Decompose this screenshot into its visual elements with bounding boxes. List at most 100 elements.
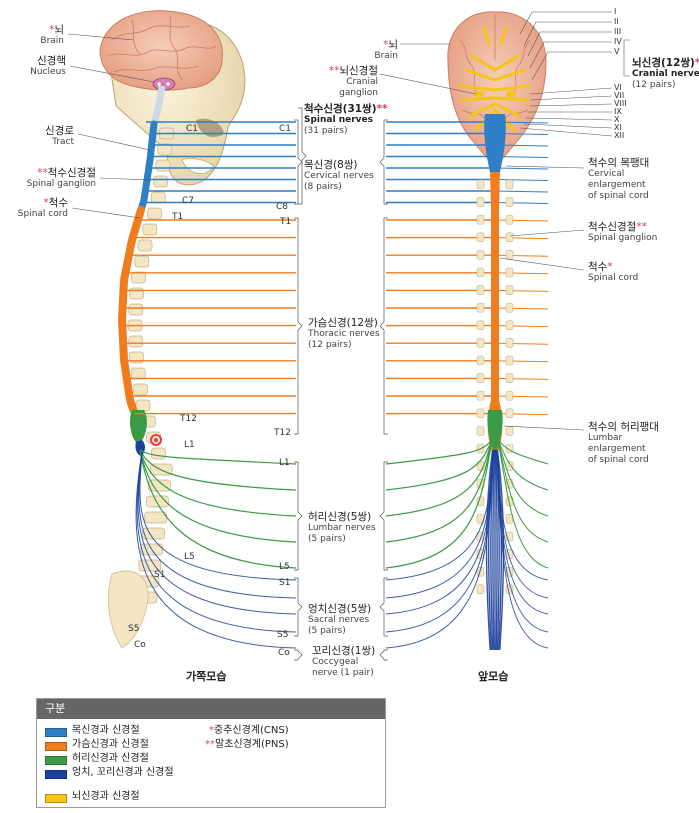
vertebra <box>133 383 148 396</box>
front-nerve-line <box>497 439 549 465</box>
vertebra-front <box>476 390 485 401</box>
label-cervical-nerves: 목신경(8쌍)Cervical nerves(8 pairs) <box>304 159 374 193</box>
lateral-nerves <box>118 120 297 649</box>
front-nerve-line <box>494 289 549 292</box>
tick-c1-lateral: C1 <box>186 124 199 134</box>
front-nerve-line <box>385 439 493 543</box>
bracket <box>294 461 303 571</box>
vertebra-front <box>505 355 514 366</box>
vertebra <box>137 239 153 252</box>
vertebra <box>135 399 151 412</box>
lateral-nerve-line <box>138 451 297 599</box>
vertebra-front <box>476 250 485 260</box>
cranial-nerve-IX: IX <box>614 107 622 116</box>
tick-t1-mid: T1 <box>280 217 292 227</box>
legend-title: 구분 <box>37 699 385 719</box>
cord-segment <box>118 206 145 414</box>
vertebra <box>129 287 144 300</box>
tick-l1-lateral: L1 <box>184 440 195 450</box>
vertebra <box>128 335 144 348</box>
vertebra <box>157 143 173 156</box>
vertebra <box>151 447 166 460</box>
label-sacral-nerves: 엉치신경(5쌍)Sacral nerves(5 pairs) <box>308 603 372 637</box>
vertebra-front <box>505 214 514 225</box>
tick-c7-lateral: C7 <box>182 196 195 206</box>
vertebra-front <box>476 338 485 348</box>
legend: 구분 목신경과 신경절 가슴신경과 신경절 허리신경과 신경절 엉치, 꼬리신경… <box>36 698 386 808</box>
bracket <box>379 649 388 661</box>
vertebra-front <box>476 302 485 313</box>
tick-co-lateral: Co <box>134 640 146 650</box>
vertebra-front <box>476 197 485 207</box>
cranial-nerve-XI: XI <box>614 123 622 132</box>
front-cervical-cord <box>484 114 506 172</box>
legend-item-cranial: 뇌신경과 신경절 <box>45 791 140 803</box>
front-nerve-line <box>494 307 549 310</box>
vertebra-front <box>476 408 485 419</box>
vertebra-front <box>505 426 514 436</box>
marker-circle <box>150 434 162 446</box>
vertebra-front <box>505 373 514 383</box>
legend-item-lumbar: 허리신경과 신경절 <box>45 753 149 765</box>
front-nerve-line <box>385 439 493 465</box>
vertebra-front <box>476 232 485 243</box>
lateral-nerve-line <box>137 451 297 615</box>
label-spinal-cord-front: 척수* Spinal cord <box>588 261 639 284</box>
front-brain <box>447 11 547 165</box>
front-nerve-line <box>494 325 549 328</box>
vertebra <box>155 159 171 172</box>
marker-dot <box>154 438 158 442</box>
vertebra-front <box>476 355 485 366</box>
tick-l1-mid: L1 <box>279 458 290 468</box>
lateral-spine <box>108 127 174 649</box>
lateral-nerve-line <box>139 449 297 543</box>
vertebra-front <box>505 320 514 331</box>
tick-s1-lateral: S1 <box>154 570 166 580</box>
vertebra <box>144 511 167 524</box>
tick-c1-mid: C1 <box>279 124 292 134</box>
caption-front: 앞모습 <box>478 670 509 683</box>
vertebra-front <box>505 285 514 295</box>
tick-s5-lateral: S5 <box>128 624 140 634</box>
lateral-nerve-line <box>136 451 297 633</box>
vertebra-front <box>476 426 485 436</box>
cranial-nerve-XII: XII <box>614 131 625 140</box>
bracket <box>294 649 303 661</box>
vertebra <box>148 479 171 492</box>
legend-swatch <box>45 770 67 779</box>
legend-cns: *중추신경계(CNS) <box>209 725 289 736</box>
label-brain-front: *뇌 Brain <box>374 39 398 62</box>
front-nerve-line <box>494 360 549 363</box>
vertebra-front <box>476 320 485 331</box>
tick-l5-mid: L5 <box>279 562 290 572</box>
bracket <box>379 119 388 205</box>
front-nerve-line <box>494 190 549 193</box>
front-nerve-line <box>497 439 549 543</box>
label-thoracic-nerves: 가슴신경(12쌍)Thoracic nerves(12 pairs) <box>308 317 380 351</box>
cranial-nerve-I: I <box>614 7 617 16</box>
cranial-nerve-X: X <box>614 115 620 124</box>
vertebra-front <box>476 584 485 595</box>
front-nerve-line <box>385 439 493 491</box>
bracket <box>379 461 388 571</box>
cauda-strand <box>485 449 494 651</box>
front-nerve-line <box>497 439 549 569</box>
front-spine <box>385 114 549 651</box>
legend-swatch <box>45 794 67 803</box>
leader-lines <box>67 11 630 431</box>
front-nerve-line <box>385 439 493 569</box>
vertebra <box>147 207 162 220</box>
caption-lateral: 가쪽모습 <box>186 670 227 683</box>
front-nerve-line <box>494 254 549 257</box>
front-nerve-line <box>494 156 549 158</box>
lateral-view <box>99 10 246 186</box>
cord-segment <box>138 120 158 212</box>
front-nerve-line <box>497 439 549 517</box>
vertebra-front <box>505 514 514 524</box>
legend-item-thoracic: 가슴신경과 신경절 <box>45 739 149 751</box>
